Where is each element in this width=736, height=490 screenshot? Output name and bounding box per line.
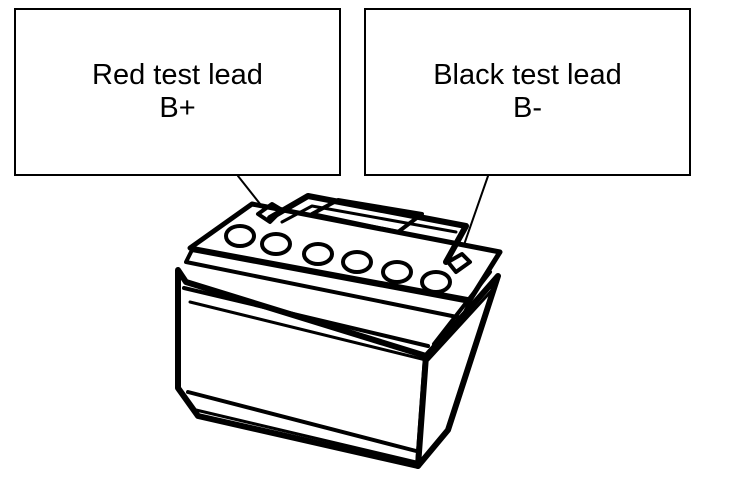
black-test-lead-label: Black test lead [433,58,622,91]
cell-cap [302,242,334,266]
cell-cap [381,260,413,284]
negative-terminal-post [446,252,472,274]
red-test-lead-label: Red test lead [92,58,263,91]
battery-handle [267,193,469,265]
battery-side-face [415,273,501,469]
terminal-positive-cap [224,224,256,248]
red-test-lead-callout: Red test lead B+ [14,8,341,176]
negative-terminal-label: B- [513,92,542,124]
battery-side-edge [432,270,492,346]
cell-cap [260,232,292,256]
terminal-negative-cap [420,270,452,294]
battery-rim-top [182,286,430,348]
battery-lid-ridge [184,248,472,320]
positive-terminal-post [256,202,284,224]
battery-top-label [310,198,424,234]
battery-front-face [175,267,429,469]
black-test-lead-callout: Black test lead B- [364,8,691,176]
battery-rim-mid [188,300,428,362]
battery-rim-lower [186,390,422,454]
battery-side-edge-2 [426,286,496,362]
positive-terminal-label: B+ [159,92,196,124]
battery-rim-base [194,408,418,464]
cell-caps [224,224,452,294]
cell-cap [341,250,373,274]
